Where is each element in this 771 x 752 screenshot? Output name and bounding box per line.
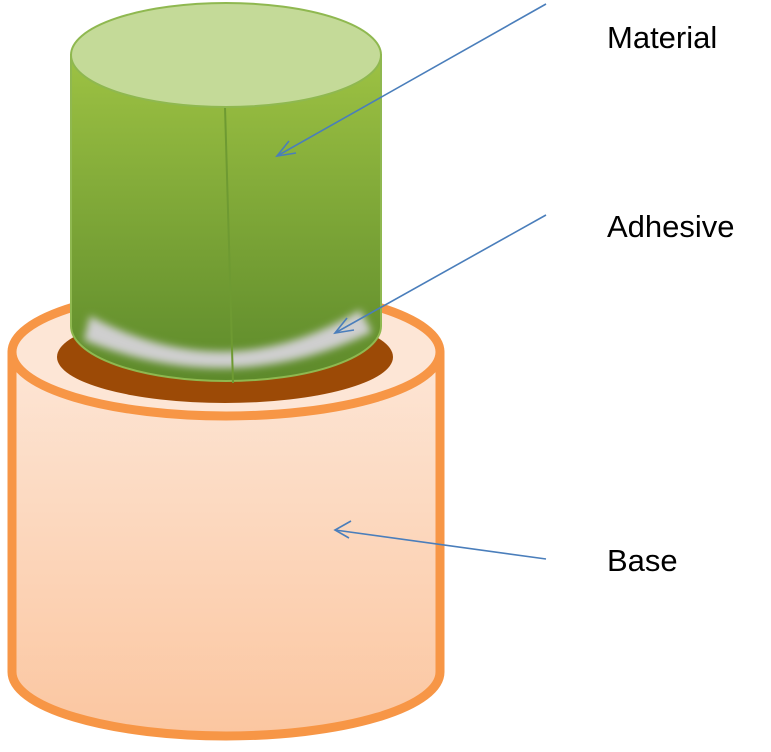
material-label: Material [607, 20, 718, 55]
material-arrow-head [275, 140, 297, 158]
base-arrow-line [334, 529, 547, 560]
material-seam [224, 106, 234, 384]
base-arrow-head [333, 520, 352, 539]
adhesive-band [84, 310, 372, 369]
material-cylinder-body [70, 54, 382, 382]
adhesive-arrow-line [334, 214, 547, 334]
adhesive-label: Adhesive [607, 209, 735, 244]
material-cylinder-top [70, 2, 382, 108]
base-cylinder-body [7, 347, 445, 741]
adhesive-arrow-head [333, 317, 355, 335]
pointer-arrows [275, 3, 547, 560]
material-arrow-line [276, 3, 547, 157]
base-label: Base [607, 543, 678, 578]
